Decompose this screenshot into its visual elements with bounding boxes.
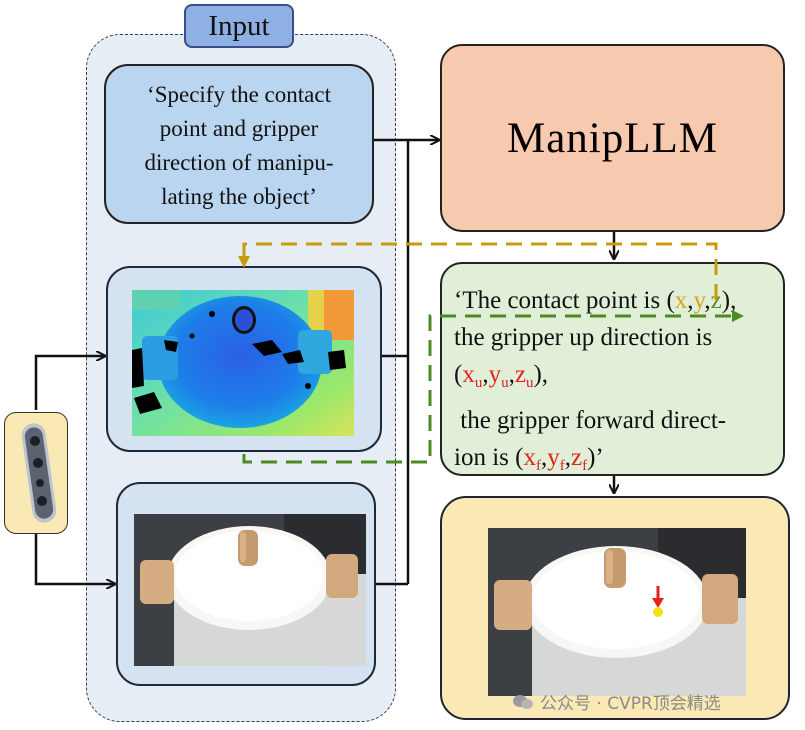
contact-point-icon [653,607,663,617]
camera-to-rgb-arrow [34,534,114,584]
watermark-text: 公众号 · CVPR顶会精选 [540,694,721,714]
var: x [523,444,536,471]
input-label: Input [184,4,294,48]
up-z: zu [514,361,534,391]
output-comma: , [540,444,548,471]
depth-image [132,290,354,436]
instruction-line: direction of manipu- [144,150,334,175]
subscript: f [535,458,541,474]
up-y: yu [488,361,509,391]
var: y [547,444,560,471]
instruction-line: ‘Specify the contact [147,82,331,107]
var: z [514,361,526,388]
watermark: 公众号 · CVPR顶会精选 [512,689,721,714]
subscript: u [525,375,534,391]
var: z [570,444,583,471]
output-comma: , [687,287,694,314]
output-line-3: (xu,yu,zu), [454,356,783,402]
output-box: ‘The contact point is (x,y,z), the gripp… [440,262,785,476]
subscript: f [582,458,588,474]
output-comma: , [508,361,515,388]
camera-icon [21,423,57,523]
red-arrow-icon [652,586,664,608]
contact-z-feedback-arrow [242,310,744,464]
contact-xy-feedback-arrow [238,242,718,300]
output-line-2: the gripper up direction is [454,324,713,351]
output-line-1: ‘The contact point is (x,y,z), [454,282,783,319]
subscript: u [474,375,483,391]
var: x [462,361,475,388]
output-comma: , [704,287,711,314]
result-image [488,528,746,696]
camera-to-depth-arrow [34,356,104,410]
output-text: ion is ( [454,444,524,471]
camera-card [4,412,68,534]
up-x: xu [462,361,483,391]
forward-y: yf [547,444,565,474]
subscript: f [559,458,565,474]
output-text: ), [721,287,737,314]
model-box: ManipLLM [440,44,785,232]
output-text: )’ [587,444,604,471]
forward-x: xf [523,444,541,474]
output-text: ‘The contact point is ( [454,287,675,314]
wechat-icon [513,694,533,709]
contact-z: z [710,287,722,314]
instruction-line: point and gripper [159,116,319,141]
instruction-line: lating the object’ [161,184,317,209]
output-line-5: ion is (xf,yf,zf)’ [454,439,783,485]
depth-image-card [106,266,382,452]
instruction-box: ‘Specify the contact point and gripper d… [104,64,374,224]
rgb-image-card [116,482,376,686]
output-comma: , [564,444,571,471]
output-line-4: the gripper forward direct- [454,407,727,434]
var: y [488,361,502,388]
contact-x: x [674,287,688,314]
output-comma: , [482,361,489,388]
contact-y: y [693,287,705,314]
rgb-image [134,514,366,666]
forward-z: zf [570,444,588,474]
output-text: ( [454,361,463,388]
output-text: ), [533,361,549,388]
result-card [440,496,790,720]
subscript: u [501,375,509,391]
